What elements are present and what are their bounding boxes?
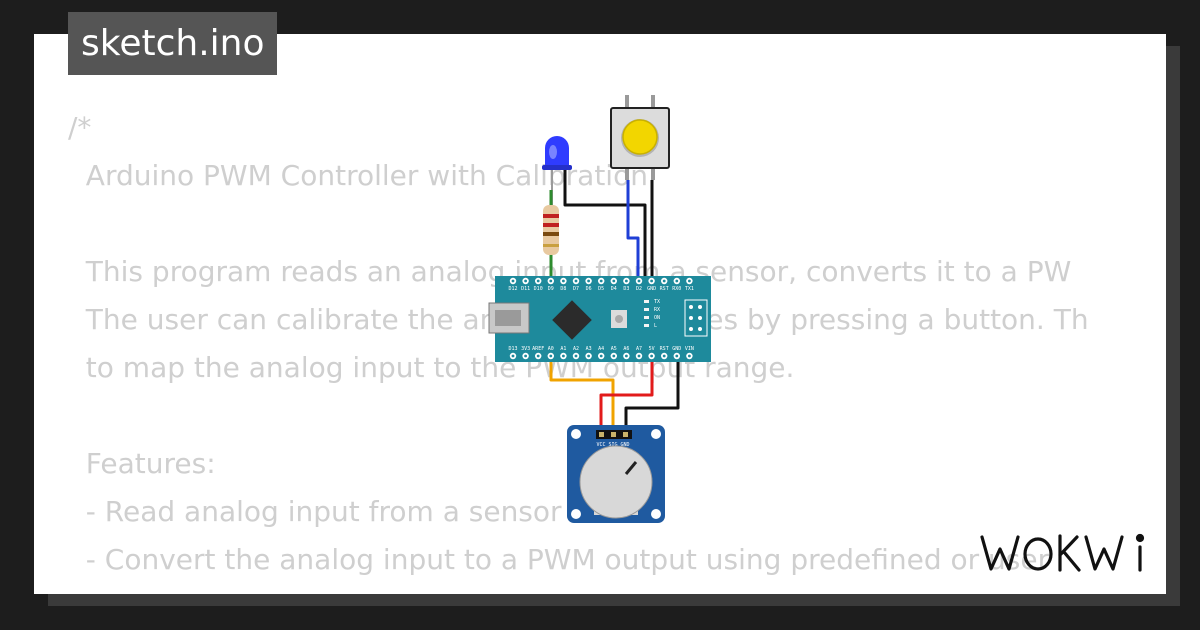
button-cap[interactable] bbox=[622, 119, 658, 155]
pin-label: AREF bbox=[532, 346, 544, 352]
pin-label: VIN bbox=[685, 346, 694, 352]
code-line: This program reads an analog input from … bbox=[68, 255, 1072, 288]
pot-pin-label: VCC bbox=[596, 442, 605, 448]
code-line: - Read analog input from a sensor bbox=[68, 495, 562, 528]
pin-label: A3 bbox=[586, 346, 592, 352]
pin-label: D7 bbox=[573, 286, 579, 292]
board-led-label: L bbox=[654, 323, 657, 329]
pin-label: D10 bbox=[534, 286, 543, 292]
resistor[interactable] bbox=[543, 190, 559, 285]
microcontroller-chip bbox=[552, 300, 592, 340]
pin-label: D4 bbox=[611, 286, 617, 292]
pin-label: GND bbox=[672, 346, 681, 352]
pin-label: A0 bbox=[548, 346, 554, 352]
icsp-header bbox=[684, 299, 708, 337]
pin-label: D5 bbox=[598, 286, 604, 292]
pin-label: D2 bbox=[636, 286, 642, 292]
wire-led-gnd bbox=[563, 165, 647, 285]
pin-label: GND bbox=[647, 286, 656, 292]
pot-pin-label: SIG bbox=[608, 442, 617, 448]
pin-label: A2 bbox=[573, 346, 579, 352]
pin-label: 5V bbox=[649, 346, 655, 352]
pin-label: RX0 bbox=[672, 286, 681, 292]
wokwi-logo bbox=[980, 533, 1145, 572]
pin-label: A6 bbox=[623, 346, 629, 352]
top-pin-row bbox=[509, 277, 693, 285]
pin-label: A4 bbox=[598, 346, 604, 352]
blue-led[interactable] bbox=[542, 136, 572, 205]
pushbutton[interactable] bbox=[610, 95, 670, 180]
pot-pin-label: GND bbox=[620, 442, 629, 448]
wire-pot-vcc bbox=[599, 345, 654, 432]
preview-card: /* Arduino PWM Controller with Calibrati… bbox=[34, 34, 1166, 594]
board-led-label: TX bbox=[654, 299, 660, 305]
code-line: - Convert the analog input to a PWM outp… bbox=[68, 543, 1050, 576]
code-line: Arduino PWM Controller with Calibration bbox=[68, 159, 648, 192]
wire-pot-sig bbox=[549, 345, 615, 432]
pin-label: D9 bbox=[548, 286, 554, 292]
pin-label: RST bbox=[660, 286, 669, 292]
pin-label: A5 bbox=[611, 346, 617, 352]
bottom-pin-row bbox=[509, 352, 693, 360]
wire-pot-gnd bbox=[624, 345, 680, 432]
pin-label: 3V3 bbox=[521, 346, 530, 352]
wires bbox=[549, 165, 680, 432]
pin-label: A7 bbox=[636, 346, 642, 352]
board-led-label: ON bbox=[654, 315, 660, 321]
pin-label: D8 bbox=[560, 286, 566, 292]
code-line: - Calibrate analog input values by holdi… bbox=[68, 584, 1089, 594]
board-pcb bbox=[495, 276, 711, 362]
wire-button-d2 bbox=[626, 180, 640, 285]
board-led-label: RX bbox=[654, 307, 660, 313]
pot-indicator bbox=[624, 461, 638, 475]
file-title-badge: sketch.ino bbox=[68, 12, 278, 75]
pin-label: D3 bbox=[623, 286, 629, 292]
resistor-body bbox=[543, 205, 559, 255]
pin-label: D12 bbox=[508, 286, 517, 292]
pot-knob[interactable] bbox=[579, 445, 653, 519]
pin-label: RST bbox=[660, 346, 669, 352]
code-line: Features: bbox=[68, 447, 216, 480]
code-line: /* bbox=[68, 111, 92, 144]
pin-label: D11 bbox=[521, 286, 530, 292]
pin-label: TX1 bbox=[685, 286, 694, 292]
pin-label: D6 bbox=[586, 286, 592, 292]
pin-label: A1 bbox=[560, 346, 566, 352]
pin-label: D13 bbox=[508, 346, 517, 352]
